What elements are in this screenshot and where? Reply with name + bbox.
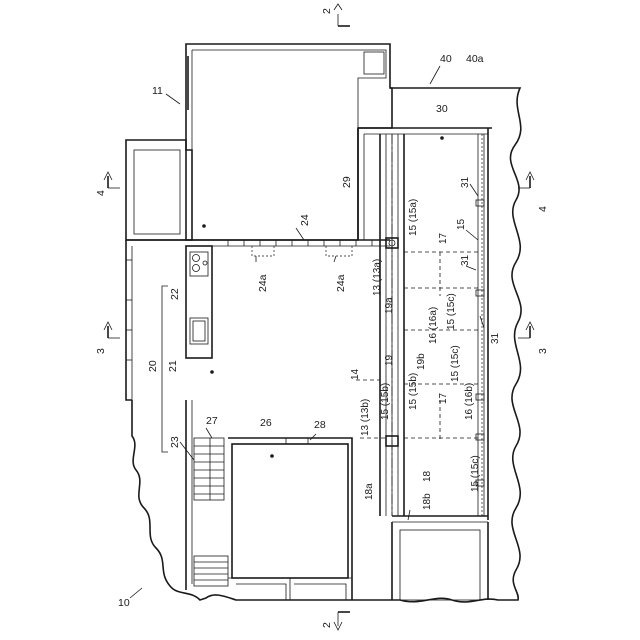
label-27: 27 — [206, 415, 218, 427]
label-13b: 13 (13b) — [360, 399, 371, 436]
label-11: 11 — [152, 85, 163, 97]
unit-26 — [232, 444, 348, 578]
partition-wall-24-ticks — [228, 240, 372, 246]
label-16a: 16 (16a) — [428, 307, 439, 344]
section-3-right — [518, 322, 534, 338]
label-16b: 16 (16b) — [464, 383, 475, 420]
section-mark-4-left: 4 — [95, 190, 107, 196]
lower-right-room — [392, 522, 488, 600]
ref-dot-30 — [440, 136, 444, 140]
label-24a-right: 24a — [335, 274, 347, 292]
label-17-upper: 17 — [438, 232, 449, 244]
opening-24a-right — [326, 246, 352, 256]
section-2-top — [334, 4, 350, 26]
label-15b: 15 (15b) — [408, 373, 419, 410]
label-13a: 13 (13a) — [372, 259, 383, 296]
opening-24a-left — [252, 246, 274, 256]
section-mark-3-right: 3 — [537, 348, 549, 354]
label-15c-3: 15 (15c) — [450, 345, 461, 382]
unit-26-lid — [286, 438, 308, 444]
section-mark-2-top: 2 — [321, 8, 333, 14]
label-22: 22 — [169, 288, 181, 300]
upper-room-corner-box — [364, 52, 384, 74]
label-28: 28 — [314, 419, 326, 431]
label-31-top: 31 — [460, 176, 471, 188]
label-14: 14 — [350, 368, 361, 380]
label-10: 10 — [118, 597, 130, 609]
label-29: 29 — [341, 176, 353, 188]
section-mark-4-right: 4 — [537, 206, 549, 212]
label-26: 26 — [260, 417, 272, 429]
label-31-low: 31 — [490, 332, 501, 344]
stove-burner-2 — [193, 265, 200, 272]
section-3-left — [104, 322, 120, 338]
living-left-wall — [126, 240, 132, 400]
label-15b-2: 15 (15b) — [380, 383, 391, 420]
stove-burner-3 — [203, 261, 207, 265]
window-marks-left — [126, 260, 132, 360]
label-31-mid: 31 — [460, 254, 471, 266]
left-small-room — [126, 140, 192, 240]
stairs-lower — [194, 556, 228, 586]
label-21: 21 — [167, 360, 179, 372]
label-15c-2: 15 (15c) — [470, 455, 481, 492]
label-20: 20 — [147, 360, 159, 372]
label-15-right: 15 — [456, 218, 467, 230]
sink-inner — [193, 321, 205, 341]
site-boundary-wavy — [132, 88, 521, 602]
section-2-bottom — [334, 612, 350, 630]
label-19b: 19b — [416, 353, 427, 370]
label-40: 40 — [440, 53, 452, 65]
section-4-left — [104, 172, 120, 188]
left-small-room-inner — [134, 150, 180, 234]
label-18: 18 — [422, 470, 433, 482]
label-19a: 19a — [384, 297, 395, 314]
lower-right-inner — [400, 530, 480, 600]
stove-burner-1 — [193, 255, 200, 262]
section-4-right — [518, 172, 534, 188]
label-30: 30 — [436, 103, 448, 115]
ref-dot-21 — [210, 370, 214, 374]
label-23: 23 — [169, 436, 181, 448]
section-mark-2-bottom: 2 — [321, 622, 333, 628]
label-19: 19 — [384, 354, 395, 366]
label-24a-left: 24a — [257, 274, 269, 292]
stairs-23 — [194, 438, 224, 500]
label-40a: 40a — [466, 53, 484, 65]
label-15c: 15 (15c) — [446, 293, 457, 330]
upper-room-outline — [186, 44, 392, 240]
ref-dot-26 — [270, 454, 274, 458]
section-mark-3-left: 3 — [95, 348, 107, 354]
label-24: 24 — [299, 214, 311, 226]
label-18b: 18b — [422, 493, 433, 510]
ref-dot-upper — [202, 224, 206, 228]
label-18a: 18a — [364, 483, 375, 500]
upper-room-inner — [192, 50, 386, 128]
unit-lower-box — [228, 578, 352, 600]
label-17-lower: 17 — [438, 392, 449, 404]
label-15a: 15 (15a) — [408, 199, 419, 236]
unit-frame-28 — [228, 438, 352, 600]
